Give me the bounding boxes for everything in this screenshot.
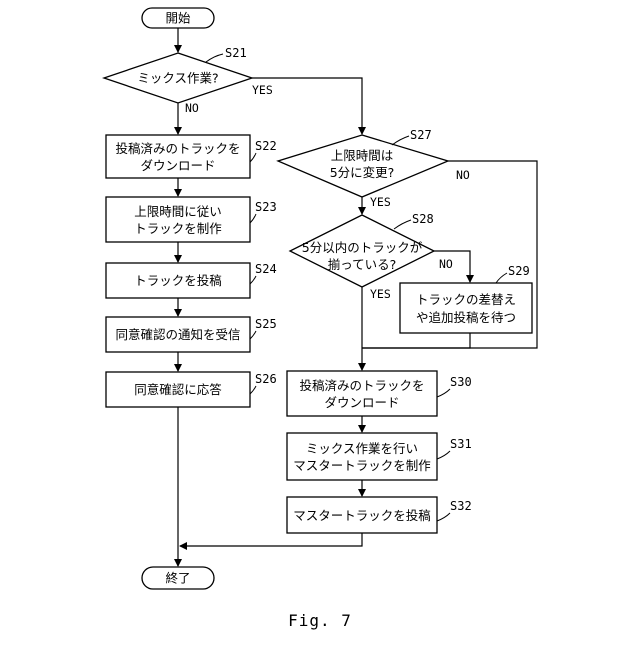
process-s31: ミックス作業を行い マスタートラックを制作 S31 [287, 433, 472, 480]
s27-line-1: 上限時間は [331, 148, 394, 163]
process-s24: トラックを投稿 S24 [106, 262, 277, 298]
s21-text: ミックス作業? [137, 71, 218, 86]
process-s23: 上限時間に従い トラックを制作 S23 [106, 197, 277, 242]
s24-text: トラックを投稿 [134, 273, 222, 288]
s25-text: 同意確認の通知を受信 [115, 327, 240, 342]
s30-leader [437, 389, 450, 397]
decision-s27: 上限時間は 5分に変更? S27 NO YES [278, 128, 470, 209]
s26-step-label: S26 [255, 372, 277, 386]
end-terminal: 終了 [142, 567, 214, 589]
arrow-s29-merge [362, 333, 470, 348]
s32-leader [437, 513, 450, 521]
s27-leader [392, 136, 409, 145]
s26-text: 同意確認に応答 [134, 382, 222, 397]
s21-leader [206, 54, 223, 62]
s29-line-1: トラックの差替え [416, 292, 516, 307]
s21-step-label: S21 [225, 46, 247, 60]
s25-leader [250, 331, 256, 339]
arrow-s32-to-end [180, 533, 362, 546]
s30-step-label: S30 [450, 375, 472, 389]
s32-step-label: S32 [450, 499, 472, 513]
s22-line-2: ダウンロード [140, 158, 215, 173]
decision-s21: ミックス作業? S21 YES NO [104, 46, 273, 115]
s26-leader [250, 386, 256, 394]
s28-line-1: 5分以内のトラックが [302, 240, 423, 255]
s28-step-label: S28 [412, 212, 434, 226]
s23-line-2: トラックを制作 [134, 221, 222, 236]
s22-line-1: 投稿済みのトラックを [115, 141, 240, 156]
start-terminal: 開始 [142, 8, 214, 28]
s27-step-label: S27 [410, 128, 432, 142]
process-s26: 同意確認に応答 S26 [106, 372, 277, 407]
s24-step-label: S24 [255, 262, 277, 276]
s31-leader [437, 451, 450, 459]
s28-leader [394, 220, 411, 229]
s23-step-label: S23 [255, 200, 277, 214]
process-s25: 同意確認の通知を受信 S25 [106, 317, 277, 352]
s29-line-2: や追加投稿を待つ [416, 310, 516, 325]
s27-no-label: NO [456, 168, 470, 182]
process-s29: トラックの差替え や追加投稿を待つ S29 [400, 264, 532, 333]
s28-line-2: 揃っている? [328, 257, 397, 272]
process-s30: 投稿済みのトラックを ダウンロード S30 [287, 371, 472, 416]
s22-leader [250, 153, 256, 162]
s24-leader [250, 276, 256, 284]
s25-step-label: S25 [255, 317, 277, 331]
s30-line-2: ダウンロード [324, 395, 399, 410]
s21-yes-label: YES [252, 83, 273, 97]
s30-line-1: 投稿済みのトラックを [299, 378, 424, 393]
s29-step-label: S29 [508, 264, 530, 278]
s31-line-1: ミックス作業を行い [306, 441, 418, 456]
s21-no-label: NO [185, 101, 199, 115]
s28-yes-label: YES [370, 287, 391, 301]
process-s22: 投稿済みのトラックを ダウンロード S22 [106, 135, 277, 178]
s29-leader [496, 273, 507, 283]
s31-line-2: マスタートラックを制作 [293, 458, 431, 473]
end-text: 終了 [165, 571, 190, 586]
s22-step-label: S22 [255, 139, 277, 153]
s27-line-2: 5分に変更? [330, 165, 395, 180]
figure-caption: Fig. 7 [288, 611, 352, 630]
s23-leader [250, 214, 256, 223]
s28-no-label: NO [439, 257, 453, 271]
process-s32: マスタートラックを投稿 S32 [287, 497, 472, 533]
s32-text: マスタートラックを投稿 [293, 508, 431, 523]
s27-yes-label: YES [370, 195, 391, 209]
s31-step-label: S31 [450, 437, 472, 451]
start-text: 開始 [165, 11, 191, 26]
s23-line-1: 上限時間に従い [134, 204, 222, 219]
